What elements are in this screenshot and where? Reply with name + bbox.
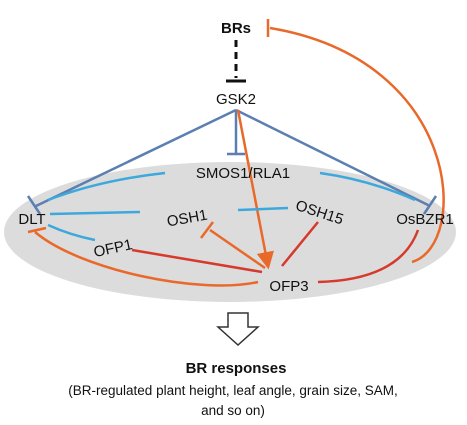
dlt-osh15-edge xyxy=(49,210,141,216)
gsk2-dlt-edge xyxy=(35,108,237,208)
osh1-osh15-edge xyxy=(237,206,289,212)
down-arrow-icon xyxy=(216,312,260,347)
osh15-ofp3-edge xyxy=(281,221,319,267)
node-osh1: OSH1 xyxy=(166,207,209,231)
nucleus-ellipse xyxy=(4,162,456,302)
output-title: BR responses xyxy=(186,360,287,377)
gsk2-osbzr1-edge xyxy=(235,108,431,208)
node-ofp3: OFP3 xyxy=(269,278,308,295)
ofp1-ofp3-edge xyxy=(131,248,263,274)
node-smos1: SMOS1/RLA1 xyxy=(196,165,290,182)
node-dlt: DLT xyxy=(18,211,45,228)
gsk2-dlt-bar xyxy=(26,195,42,215)
dlt-ofp1-edge xyxy=(47,223,96,242)
ofp3-osh1-bar xyxy=(200,221,214,239)
node-brs: BRs xyxy=(221,20,251,37)
osbzr1-ofp3-edge xyxy=(317,229,420,284)
output-description-1: (BR-regulated plant height, leaf angle, … xyxy=(68,383,397,398)
gsk2-osbzr1-bar xyxy=(422,195,438,215)
smos1-osbzr1-edge xyxy=(319,171,416,202)
ofp3-osh1-edge xyxy=(209,228,266,270)
output-description-2: and so on) xyxy=(201,403,265,418)
node-osbzr1: OsBZR1 xyxy=(396,211,454,228)
ofp3-dlt-bar xyxy=(27,226,47,234)
dlt-smos1-edge xyxy=(47,171,166,202)
ofp3-dlt-edge xyxy=(34,231,259,287)
gsk2-ofp3-edge xyxy=(236,109,274,270)
osbzr1-brs-feedback xyxy=(269,26,445,264)
node-gsk2: GSK2 xyxy=(216,91,256,108)
